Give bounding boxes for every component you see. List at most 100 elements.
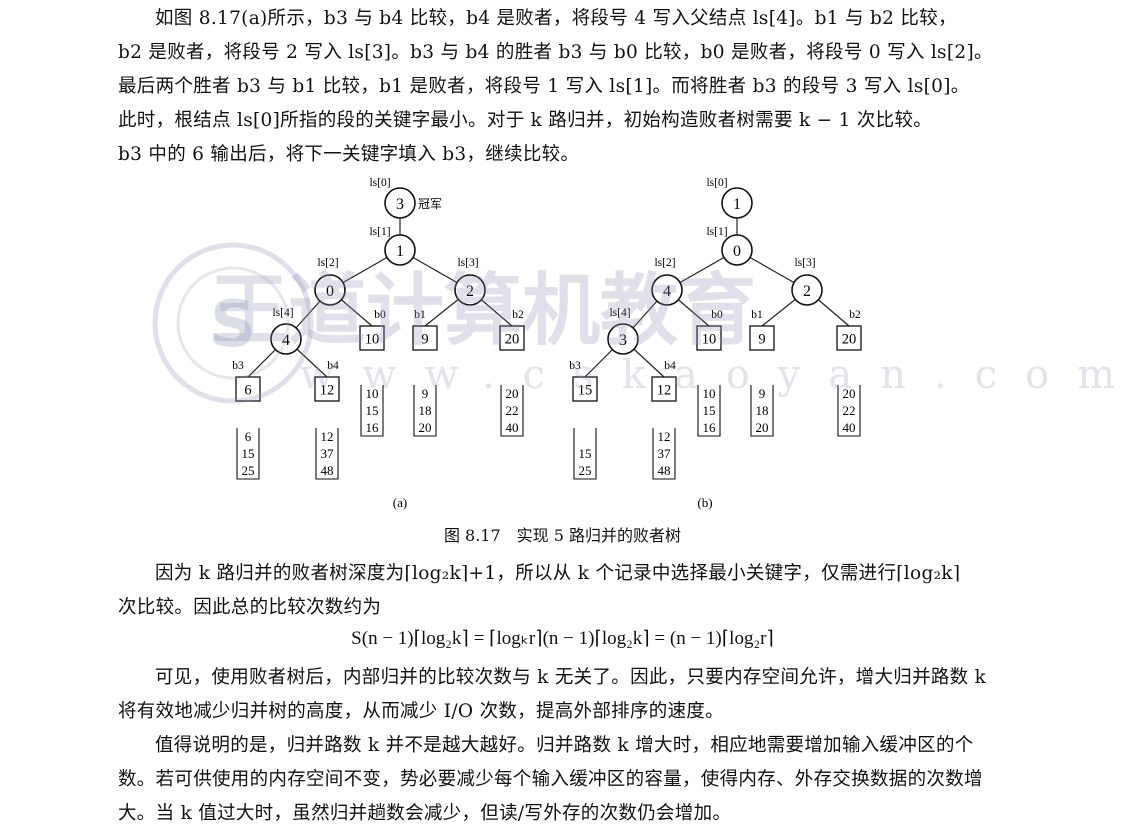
tree-a-leaf-label-b4: b4 xyxy=(327,360,339,372)
tree-a-champion-label: 冠军 xyxy=(418,197,442,211)
tree-b-sublabel: (b) xyxy=(697,495,712,510)
tree-a-node-ls4 xyxy=(270,323,302,355)
tree-a-leaf-label-b3: b3 xyxy=(232,360,244,372)
body-p1-line-1: 因为 k 路归并的败者树深度为⌈log₂k⌉+1，所以从 k 个记录中选择最小关… xyxy=(155,563,961,584)
tree-a-buffer-b2-item: 20 xyxy=(506,386,519,401)
tree-a-leaf-b2 xyxy=(499,325,525,351)
tree-b-buffer-b2-item: 40 xyxy=(843,420,856,435)
tree-a-node-ls2 xyxy=(314,274,346,306)
tree-b-node-ls0 xyxy=(721,187,753,219)
loser-tree-a: 3ls[0]1ls[1]0ls[2]2ls[3]4ls[4]冠军10b01015… xyxy=(232,177,525,510)
tree-a-buffer-b1-item: 18 xyxy=(419,403,432,418)
tree-a-buffer-b0-item: 16 xyxy=(366,420,380,435)
intro-line-1: 如图 8.17(a)所示，b3 与 b4 比较，b4 是败者，将段号 4 写入父… xyxy=(155,8,957,29)
intro-line-4: 此时，根结点 ls[0]所指的段的关键字最小。对于 k 路归并，初始构造败者树需… xyxy=(118,110,933,131)
tree-a-node-ls3 xyxy=(454,274,486,306)
tree-a-buffer-b4-item: 12 xyxy=(321,429,334,444)
tree-a-leaf-b0 xyxy=(359,325,385,351)
tree-b-leaf-value-b4: 12 xyxy=(657,383,672,399)
tree-a-buffer-b1-item: 20 xyxy=(419,420,432,435)
tree-a-node-value-ls3: 2 xyxy=(466,283,474,300)
tree-a-node-label-ls4: ls[4] xyxy=(272,307,293,319)
loser-tree-b: 1ls[0]0ls[1]4ls[2]2ls[3]3ls[4]10b0101516… xyxy=(569,177,862,510)
tree-b-buffer-b3-item: 25 xyxy=(579,463,592,478)
tree-a-buffer-b4-item: 37 xyxy=(321,446,335,461)
body-paragraph-2: 可见，使用败者树后，内部归并的比较次数与 k 无关了。因此，只要内存空间允许，增… xyxy=(118,661,998,729)
tree-b-buffer-b4 xyxy=(652,428,676,480)
tree-b-buffer-b0-item: 15 xyxy=(703,403,716,418)
tree-b-buffer-b1-item: 18 xyxy=(756,403,769,418)
tree-a-buffer-b3 xyxy=(236,428,260,480)
tree-b-leaf-b0 xyxy=(696,325,722,351)
tree-a-leaf-b3 xyxy=(235,376,261,402)
tree-a-leaf-b1 xyxy=(412,325,438,351)
tree-b-buffer-b4-item: 12 xyxy=(658,429,671,444)
tree-a-buffer-b3-item: 15 xyxy=(242,446,255,461)
tree-a-leaf-b4 xyxy=(314,376,340,402)
tree-a-node-value-ls4: 4 xyxy=(282,332,290,349)
tree-a-node-ls0 xyxy=(384,187,416,219)
tree-a-leaf-label-b0: b0 xyxy=(374,309,386,321)
tree-b-node-label-ls4: ls[4] xyxy=(609,307,630,319)
tree-b-buffer-b4-item: 48 xyxy=(658,463,671,478)
tree-a-leaf-label-b1: b1 xyxy=(414,309,426,321)
tree-b-leaf-label-b0: b0 xyxy=(711,309,723,321)
tree-a-node-value-ls2: 0 xyxy=(326,283,334,300)
tree-a-buffer-b0-item: 15 xyxy=(366,403,379,418)
body-p1-line-2: 次比较。因此总的比较次数约为 xyxy=(118,597,382,618)
tree-b-node-label-ls1: ls[1] xyxy=(706,226,727,238)
tree-b-leaf-label-b3: b3 xyxy=(569,360,581,372)
tree-b-buffer-b1-item: 9 xyxy=(759,386,766,401)
tree-a-buffer-b2-item: 22 xyxy=(506,403,519,418)
loser-tree-figure: 3ls[0]1ls[1]0ls[2]2ls[3]4ls[4]冠军10b01015… xyxy=(232,177,862,510)
tree-b-leaf-b4 xyxy=(651,376,677,402)
tree-a-node-label-ls1: ls[1] xyxy=(369,226,390,238)
tree-b-buffer-b2 xyxy=(837,385,861,437)
tree-a-leaf-label-b2: b2 xyxy=(512,309,524,321)
tree-b-node-label-ls3: ls[3] xyxy=(794,257,815,269)
tree-b-node-value-ls2: 4 xyxy=(663,283,671,300)
tree-a-buffer-b3-item: 25 xyxy=(242,463,255,478)
tree-a-node-value-ls1: 1 xyxy=(396,243,404,260)
tree-b-node-ls2 xyxy=(651,274,683,306)
tree-b-node-ls1 xyxy=(721,234,753,266)
tree-a-buffer-b1-item: 9 xyxy=(422,386,429,401)
tree-a-buffer-b0-item: 10 xyxy=(366,386,379,401)
tree-b-buffer-b1-item: 20 xyxy=(756,420,769,435)
tree-b-leaf-value-b1: 9 xyxy=(758,332,765,348)
tree-a-node-label-ls2: ls[2] xyxy=(317,257,338,269)
tree-b-buffer-b0-item: 10 xyxy=(703,386,716,401)
tree-b-buffer-b1 xyxy=(750,385,774,437)
tree-b-node-label-ls2: ls[2] xyxy=(654,257,675,269)
tree-a-leaf-value-b3: 6 xyxy=(244,383,251,399)
tree-b-buffer-b2-item: 20 xyxy=(843,386,856,401)
intro-paragraph: 如图 8.17(a)所示，b3 与 b4 比较，b4 是败者，将段号 4 写入父… xyxy=(118,2,998,172)
body-paragraph-1: 因为 k 路归并的败者树深度为⌈log₂k⌉+1，所以从 k 个记录中选择最小关… xyxy=(118,557,998,625)
tree-b-leaf-b1 xyxy=(749,325,775,351)
tree-b-node-value-ls0: 1 xyxy=(733,196,741,213)
tree-b-leaf-b2 xyxy=(836,325,862,351)
tree-a-buffer-b4 xyxy=(315,428,339,480)
tree-a-node-ls1 xyxy=(384,234,416,266)
tree-b-leaf-value-b2: 20 xyxy=(842,332,857,348)
tree-a-node-label-ls3: ls[3] xyxy=(457,257,478,269)
tree-b-buffer-b3 xyxy=(573,428,597,480)
tree-b-node-ls4 xyxy=(607,323,639,355)
tree-a-sublabel: (a) xyxy=(393,495,407,510)
tree-b-node-value-ls1: 0 xyxy=(733,243,741,260)
tree-a-buffer-b4-item: 48 xyxy=(321,463,334,478)
tree-a-buffer-b2-item: 40 xyxy=(506,420,519,435)
tree-b-buffer-b0-item: 16 xyxy=(703,420,717,435)
tree-a-buffer-b1 xyxy=(413,385,437,437)
tree-b-node-value-ls4: 3 xyxy=(619,332,627,349)
comparison-formula: S(n − 1)⌈log₂k⌉ = ⌈logₖr⌉(n − 1)⌈log₂k⌉ … xyxy=(351,628,774,649)
body-p3: 值得说明的是，归并路数 k 并不是越大越好。归并路数 k 增大时，相应地需要增加… xyxy=(118,735,983,824)
tree-b-leaf-label-b4: b4 xyxy=(664,360,676,372)
tree-b-node-ls3 xyxy=(791,274,823,306)
tree-b-buffer-b2-item: 22 xyxy=(843,403,856,418)
tree-b-leaf-b3 xyxy=(572,376,598,402)
tree-a-buffer-b2 xyxy=(500,385,524,437)
tree-a-leaf-value-b4: 12 xyxy=(320,383,335,399)
tree-b-buffer-b0 xyxy=(697,385,721,437)
intro-line-2: b2 是败者，将段号 2 写入 ls[3]。b3 与 b4 的胜者 b3 与 b… xyxy=(118,42,993,63)
